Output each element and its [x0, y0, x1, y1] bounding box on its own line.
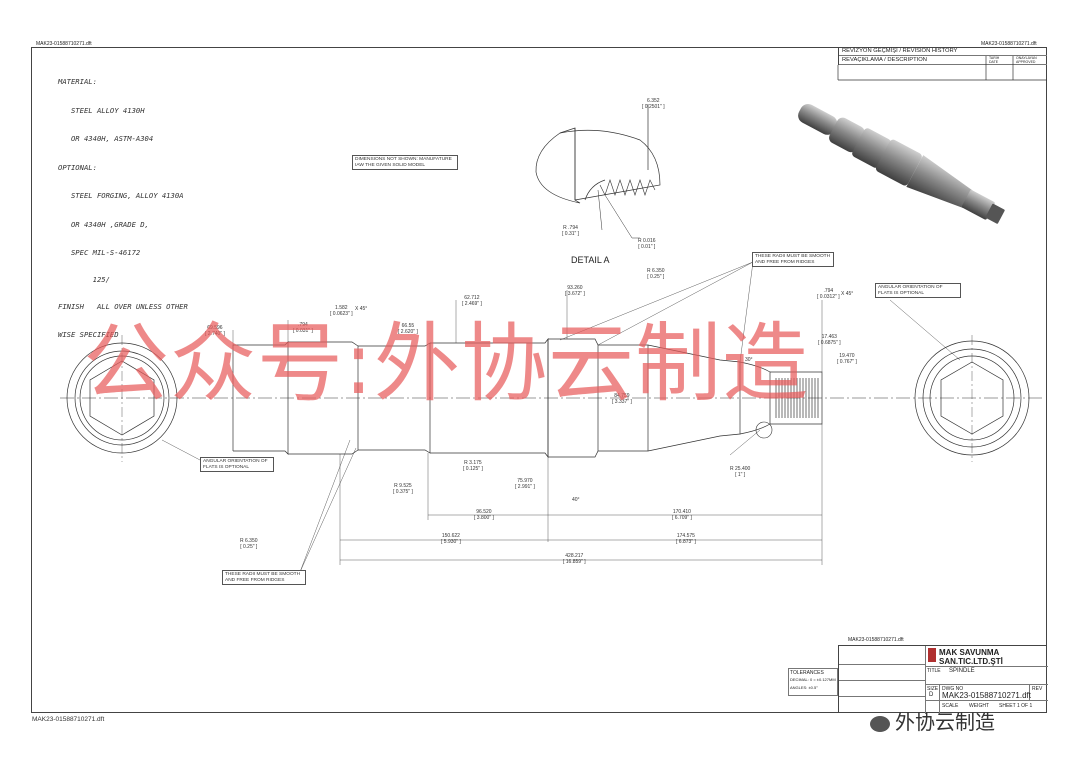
sheet-label: SHEET 1 OF 1 — [999, 703, 1033, 709]
note-line: OR 4340H ,GRADE D, — [58, 219, 149, 229]
watermark-text: 公众号:外协云制造 — [83, 314, 809, 414]
dim-text: 66.55[ 2.620" ] — [398, 323, 418, 335]
isometric-part-render — [798, 103, 1005, 224]
note-line: SPEC MIL-S-46172 — [58, 248, 141, 257]
dim-text: 69.596[ 2.740" ] — [205, 325, 225, 337]
weight-label: WEIGHT — [969, 703, 989, 709]
revision-header-row: REVAÇIKLAMA / DESCRIPTION TARİH DATE ONA… — [839, 56, 1047, 65]
file-name-top-left: MAK23-01588710271.dft — [36, 41, 92, 47]
company-name: MAK SAVUNMA SAN.TIC.LTD.ŞTİ — [939, 648, 1003, 666]
dim-text: 30° — [745, 357, 753, 363]
dim-text: 17.463[ 0.6875" ] — [818, 334, 841, 346]
revision-desc-header: REVAÇIKLAMA / DESCRIPTION — [842, 57, 927, 63]
note-line: OPTIONAL: — [58, 162, 97, 172]
file-name-top-right: MAK23-01588710271.dft — [981, 41, 1037, 47]
angular-note-right: ANGULAR ORIENTATION OF FLATS IS OPTIONAL — [875, 283, 961, 299]
dim-text: 75.970[ 2.991" ] — [515, 478, 535, 490]
wechat-icon — [870, 715, 890, 732]
title-block: MAK SAVUNMA SAN.TIC.LTD.ŞTİ TITLE SPINDL… — [838, 645, 1048, 714]
revision-approved-header: ONAYLAYAN APPROVED — [1016, 56, 1037, 64]
dim-text: 150.622[ 5.930" ] — [441, 533, 461, 545]
dim-text: R 0.016[ 0.01" ] — [638, 238, 656, 250]
material-notes: MATERIAL: STEEL ALLOY 4130H OR 4340H, AS… — [58, 58, 188, 349]
size-value: D — [929, 692, 934, 698]
note-line: 125/ — [58, 274, 110, 284]
rev-label: REV — [1032, 686, 1043, 692]
radii-note-bottom: THESE RADII MUST BE SMOOTH AND FREE FROM… — [222, 570, 306, 586]
dwg-number: MAK23-01588710271.dft — [942, 691, 1031, 700]
dim-text: .794[ 0.0312" ] — [817, 288, 840, 300]
file-name-bottom: MAK23-01588710271.dft — [32, 716, 105, 723]
angular-note-left: ANGULAR ORIENTATION OF FLATS IS OPTIONAL — [200, 457, 274, 473]
dim-text: R 25.400[ 1" ] — [730, 466, 751, 478]
revision-history-table: REVİZYON GEÇMİŞİ / REVISION HISTORY REVA… — [838, 47, 1047, 65]
dim-text: 428.217[ 16.859" ] — [563, 553, 586, 565]
dimensions-note: DIMENSIONS NOT SHOWN: MANUFATURE IAW THE… — [352, 155, 458, 171]
dim-text: 84.759[ 3.337" ] — [612, 393, 632, 405]
note-line: WISE SPECIFIED — [58, 330, 119, 339]
title-label: TITLE — [927, 668, 941, 674]
dim-text: R 6.350[ 0.25" ] — [647, 268, 665, 280]
dim-text: X 45° — [355, 306, 368, 312]
drawing-sheet — [31, 47, 1047, 713]
revision-date-header: TARİH DATE — [989, 56, 1000, 64]
detail-label: DETAIL A — [571, 255, 610, 265]
tolerance-angles: ANGLES: ±0.5° — [790, 685, 818, 690]
dim-text: R 6.350[ 0.25" ] — [240, 538, 258, 550]
dim-text: 1.582[ 0.0623" ] — [330, 305, 353, 317]
radii-note-top: THESE RADII MUST BE SMOOTH AND FREE FROM… — [752, 252, 834, 268]
dim-text: X 45° — [841, 291, 854, 297]
company-logo — [928, 648, 936, 662]
note-line: STEEL ALLOY 4130H — [58, 105, 145, 115]
dim-text: R 9.525[ 0.375" ] — [393, 483, 413, 495]
title-block-file-ref: MAK23-01588710271.dft — [848, 637, 904, 643]
scale-label: SCALE — [942, 703, 959, 709]
wechat-tag: 外协云制造 — [870, 706, 995, 735]
wechat-tag-text: 外协云制造 — [895, 710, 995, 734]
note-line: OR 4340H, ASTM-A304 — [58, 134, 154, 143]
tolerance-decimal: DECIMAL: 0 = ±0.127MM — [790, 677, 836, 682]
dim-text: R 3.175[ 0.125" ] — [463, 460, 483, 472]
revision-title: REVİZYON GEÇMİŞİ / REVISION HISTORY — [839, 47, 1047, 56]
drawing-title: SPINDLE — [949, 668, 975, 674]
note-line: STEEL FORGING, ALLOY 4130A — [58, 191, 184, 200]
dim-text: 170.410[ 6.709" ] — [672, 509, 692, 521]
tolerance-title: TOLERANCES — [790, 670, 824, 676]
dim-text: 96.520[ 3.800" ] — [474, 509, 494, 521]
dim-text: 19.470[ 0.767" ] — [837, 353, 857, 365]
dwg-label: DWG NO — [942, 686, 964, 692]
note-line: FINISH ALL OVER UNLESS OTHER — [58, 301, 188, 311]
dim-text: 93.260[ 3.672" ] — [565, 285, 585, 297]
dim-text: 6.352[ 0.2501" ] — [642, 98, 665, 110]
dim-text: R .794[ 0.31" ] — [562, 225, 580, 237]
note-line: MATERIAL: — [58, 77, 97, 86]
size-label: SIZE — [927, 686, 939, 692]
dim-text: 62.712[ 2.469" ] — [462, 295, 482, 307]
dim-text: 40° — [572, 497, 580, 503]
dim-text: 174.575[ 6.873" ] — [676, 533, 696, 545]
dim-text: .794[ 0.031" ] — [293, 322, 313, 334]
tolerance-box: TOLERANCES DECIMAL: 0 = ±0.127MM ANGLES:… — [788, 668, 838, 696]
